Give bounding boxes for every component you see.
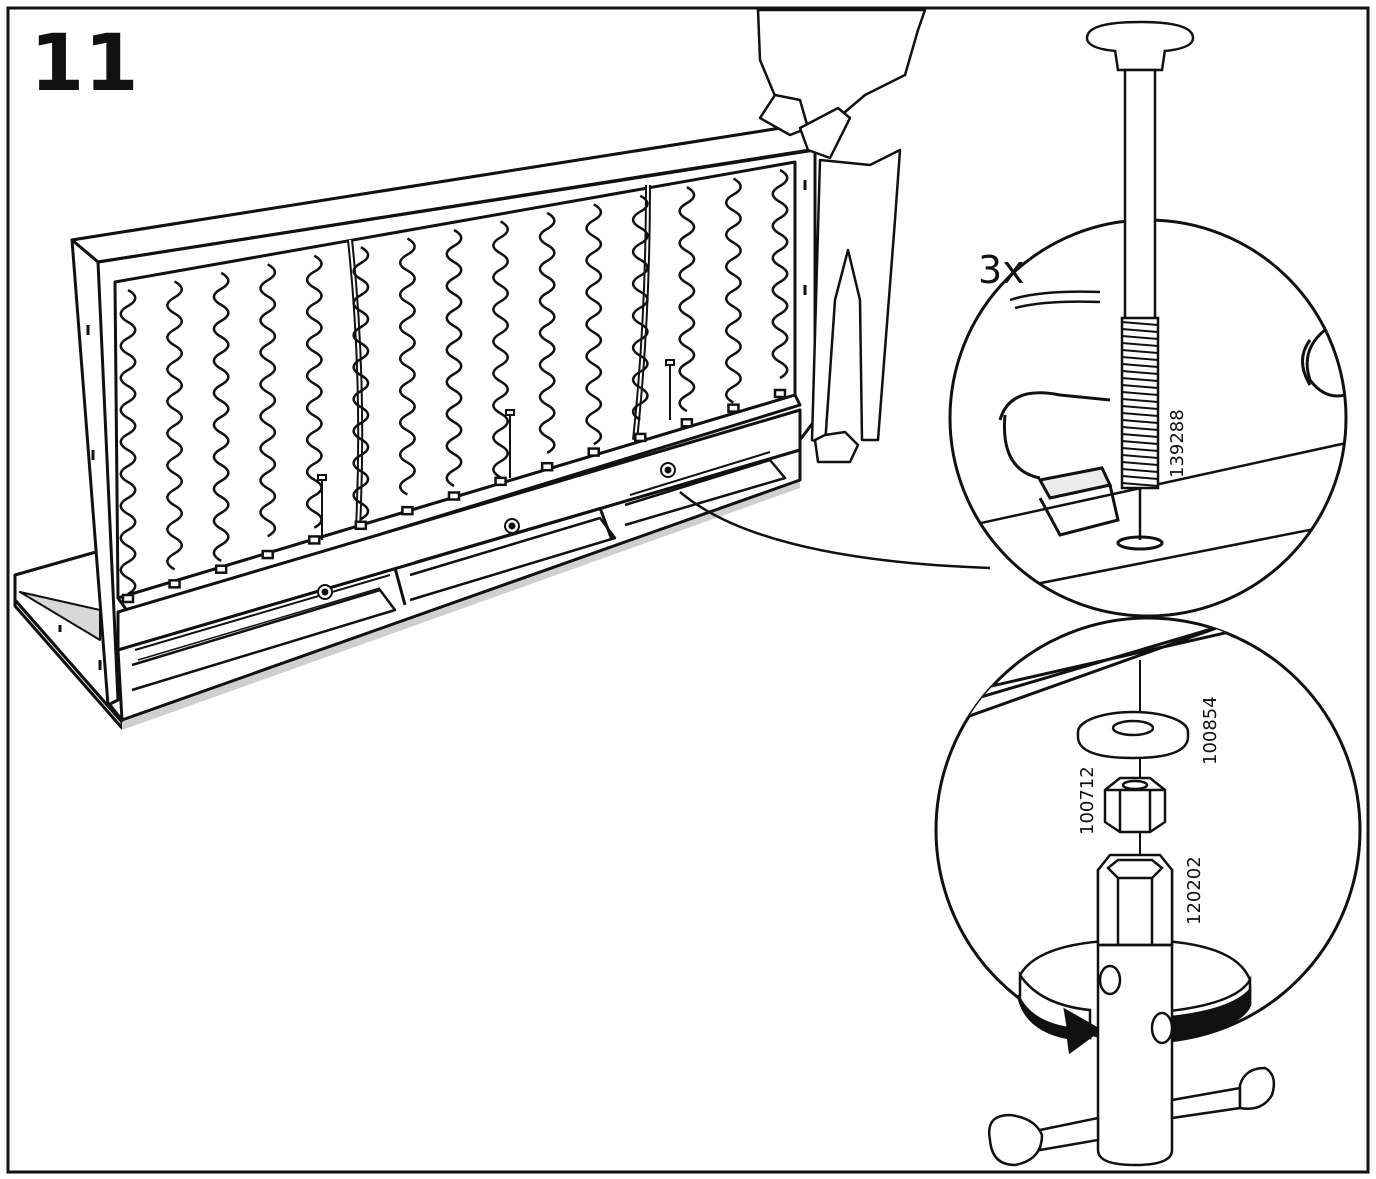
spring-clip: [354, 520, 368, 531]
thread-ridge: [1121, 377, 1159, 382]
thread-ridge: [1121, 342, 1159, 347]
part-number-nut: 100712: [1077, 766, 1098, 835]
spring-clip: [587, 447, 600, 457]
spring-coil: [445, 228, 463, 488]
bolt-thread: [1121, 321, 1159, 487]
spring-coil: [399, 237, 416, 496]
thread-ridge: [1121, 391, 1159, 396]
thread-ridge: [1121, 447, 1159, 452]
thread-ridge: [1121, 321, 1159, 326]
spring-coil: [492, 220, 509, 479]
thread-ridge: [1121, 356, 1159, 361]
leader-line: [679, 491, 991, 570]
spring-coil: [259, 263, 277, 538]
thread-ridge: [1121, 454, 1159, 459]
spring-coils: [119, 168, 789, 604]
quantity-label: 3x: [978, 248, 1025, 292]
thread-ridge: [1121, 335, 1159, 340]
spring-coil: [771, 168, 789, 380]
hex-nut: [1103, 776, 1167, 834]
spring-coil: [585, 203, 603, 446]
box-wrench: [987, 853, 1276, 1167]
part-number-washer: 100854: [1200, 696, 1221, 765]
spring-clip: [121, 593, 135, 604]
thread-ridge: [1121, 405, 1159, 410]
thread-ridge: [1121, 412, 1159, 417]
spring-clip: [214, 564, 228, 574]
spring-coil: [725, 177, 742, 404]
spring-clip: [680, 418, 694, 428]
rotation-arrow: [1016, 938, 1252, 1055]
part-number-wrench: 120202: [1184, 856, 1205, 925]
thread-ridge: [1121, 384, 1159, 389]
thread-ridge: [1121, 349, 1159, 354]
washer: [1076, 710, 1190, 760]
thread-ridge: [1121, 440, 1159, 445]
thread-ridge: [1121, 433, 1159, 438]
spring-clip: [168, 579, 181, 589]
person-figure: [756, 8, 927, 464]
thread-ridge: [1121, 370, 1159, 375]
spring-clip: [447, 491, 461, 501]
spring-coil: [678, 186, 696, 413]
sofa-frame: [13, 123, 817, 730]
thread-ridge: [1121, 482, 1159, 487]
spring-clip: [401, 505, 414, 516]
step-number: 11: [30, 19, 139, 109]
spring-coil: [166, 280, 183, 571]
thread-ridge: [1121, 398, 1159, 403]
spring-coil: [352, 246, 370, 521]
spring-clip: [773, 388, 787, 399]
carriage-bolt: [1085, 20, 1195, 540]
spring-clip: [727, 403, 740, 413]
thread-ridge: [1121, 419, 1159, 424]
part-number-bolt: 139288: [1167, 409, 1188, 478]
thread-ridge: [1121, 328, 1159, 333]
spring-coil: [119, 288, 137, 596]
thread-ridge: [1121, 461, 1159, 466]
thread-ridge: [1121, 363, 1159, 368]
spring-clip: [261, 549, 274, 560]
spring-coil: [631, 194, 649, 421]
spring-coil: [305, 254, 323, 529]
spring-coil: [538, 211, 556, 454]
spring-clip: [634, 432, 647, 443]
thread-ridge: [1121, 475, 1159, 480]
thread-ridge: [1121, 468, 1159, 473]
spring-clip: [308, 535, 321, 545]
frame-bolts: [317, 359, 676, 600]
thread-ridge: [1121, 426, 1159, 431]
spring-clip: [540, 461, 554, 472]
spring-coil: [212, 271, 230, 562]
spring-clip: [494, 476, 507, 487]
